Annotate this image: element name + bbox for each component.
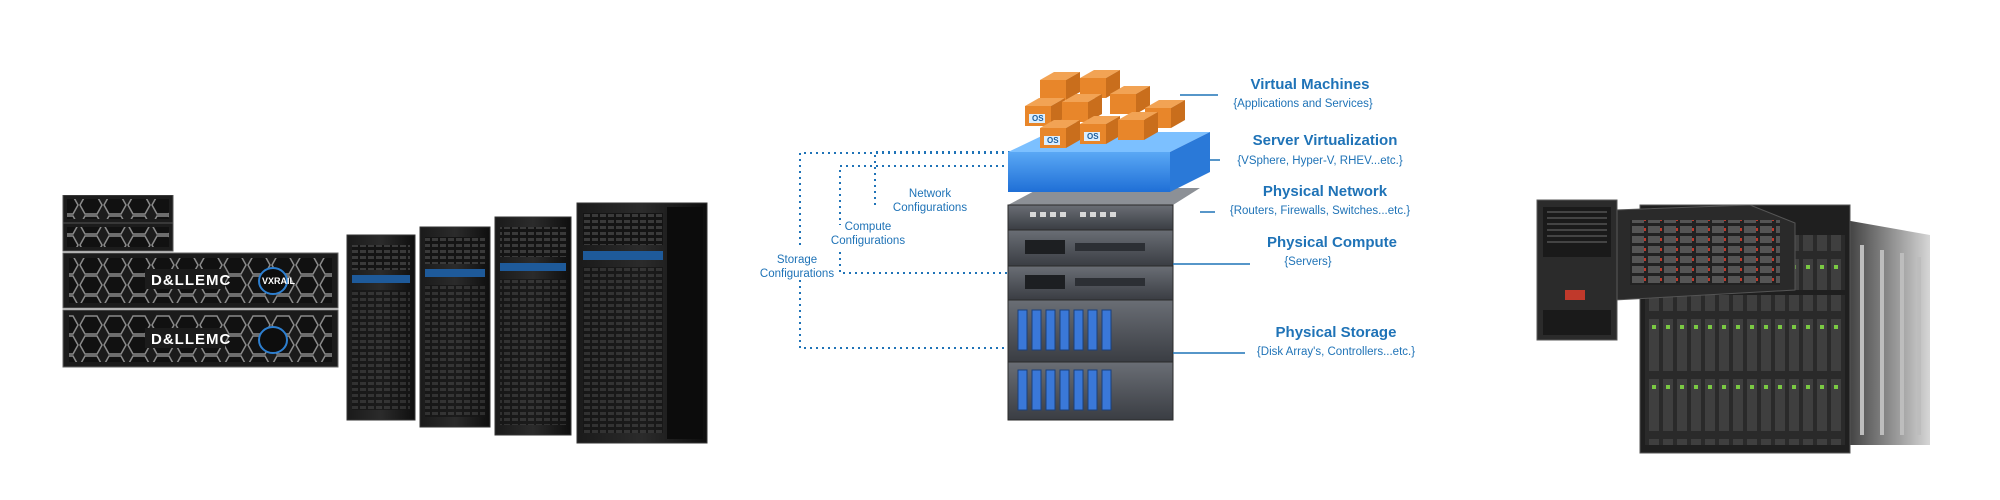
physical-storage-layer bbox=[1007, 299, 1174, 421]
compute-config-label-1: Compute bbox=[845, 221, 892, 233]
stack-diagram-svg: Network Configurations Compute Configura… bbox=[760, 70, 1415, 421]
dell-emc-hardware-image: D&LLEMC VXRAIL D&LLEMC bbox=[55, 195, 715, 450]
vm-box bbox=[1040, 72, 1080, 100]
rack-cabinet-3 bbox=[494, 216, 572, 436]
layer-subtitle-virtual-machines: {Applications and Services} bbox=[1233, 98, 1373, 110]
blade-server-illustration bbox=[1536, 199, 1930, 454]
network-config-label-2: Configurations bbox=[893, 202, 967, 214]
virtualization-stack-diagram: Network Configurations Compute Configura… bbox=[740, 60, 1420, 460]
vm-box: OS bbox=[1025, 98, 1065, 126]
layer-labels: Virtual Machines {Applications and Servi… bbox=[1230, 76, 1415, 358]
leader-lines bbox=[1173, 94, 1250, 354]
physical-compute-layer bbox=[1007, 229, 1174, 301]
layer-title-physical-network: Physical Network bbox=[1263, 183, 1388, 200]
blade-server-hardware-image bbox=[1535, 195, 1945, 460]
storage-drawer bbox=[1614, 204, 1796, 301]
vm-box bbox=[1080, 70, 1120, 98]
dell-emc-logo-text: D&LLEMC bbox=[151, 272, 231, 289]
layer-subtitle-physical-storage: {Disk Array's, Controllers...etc.} bbox=[1257, 346, 1415, 358]
storage-module bbox=[1536, 199, 1618, 341]
server-unit-bottom: D&LLEMC bbox=[62, 309, 339, 368]
storage-config-label-2: Configurations bbox=[760, 268, 834, 280]
dell-emc-hardware-illustration: D&LLEMC VXRAIL D&LLEMC bbox=[62, 195, 708, 444]
layer-title-virtual-machines: Virtual Machines bbox=[1251, 76, 1370, 93]
layer-subtitle-physical-network: {Routers, Firewalls, Switches...etc.} bbox=[1230, 205, 1410, 217]
vm-box bbox=[1110, 86, 1150, 114]
vm-os-label: OS bbox=[1087, 132, 1099, 141]
compute-config-connector bbox=[839, 165, 1010, 274]
physical-network-layer bbox=[1007, 188, 1200, 231]
storage-config-label-1: Storage bbox=[777, 254, 817, 266]
layer-title-physical-storage: Physical Storage bbox=[1276, 324, 1397, 341]
rack-cabinet-2 bbox=[419, 226, 491, 428]
storage-config-connector bbox=[799, 152, 1010, 349]
dell-emc-logo-text-2: D&LLEMC bbox=[151, 331, 231, 348]
config-labels: Network Configurations Compute Configura… bbox=[760, 188, 967, 280]
chassis-side-panels bbox=[1845, 220, 1930, 445]
network-config-label-1: Network bbox=[909, 188, 951, 200]
layer-title-server-virtualization: Server Virtualization bbox=[1253, 132, 1398, 149]
vxrail-badge-text: VXRAIL bbox=[262, 276, 296, 286]
compute-config-label-2: Configurations bbox=[831, 235, 905, 247]
layer-subtitle-physical-compute: {Servers} bbox=[1284, 256, 1331, 268]
vm-box: OS bbox=[1080, 116, 1120, 144]
layer-title-physical-compute: Physical Compute bbox=[1267, 234, 1397, 251]
vm-os-label: OS bbox=[1047, 136, 1059, 145]
rack-cabinet-1 bbox=[346, 234, 416, 421]
virtual-machines-layer: OS OS bbox=[1025, 70, 1185, 148]
rack-cabinet-4 bbox=[576, 202, 708, 444]
config-connectors bbox=[799, 151, 1010, 349]
layer-subtitle-server-virtualization: {VSphere, Hyper-V, RHEV...etc.} bbox=[1237, 155, 1403, 167]
vm-box bbox=[1062, 94, 1102, 122]
vm-box: OS bbox=[1040, 120, 1080, 148]
vm-os-label: OS bbox=[1032, 114, 1044, 123]
server-unit-top: D&LLEMC VXRAIL bbox=[62, 252, 339, 309]
server-stack-small bbox=[62, 195, 174, 252]
vm-box bbox=[1118, 112, 1158, 140]
